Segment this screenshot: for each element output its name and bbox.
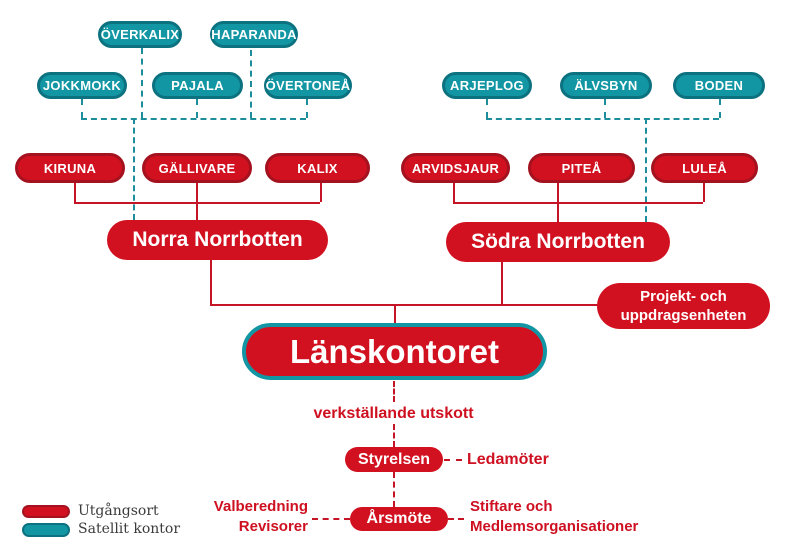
node-boden: BODEN (673, 72, 765, 99)
connector-valberedning-to-arsmote (312, 518, 350, 520)
connector-arjeplog-down (486, 99, 488, 118)
connector-to-lanskontoret (394, 304, 396, 323)
valberedning-line2: Revisorer (238, 518, 308, 535)
node-kalix: KALIX (265, 153, 370, 183)
connector-right-city-bus (453, 202, 703, 204)
stiftare-line2: Medlemsorganisationer (470, 518, 639, 535)
node-overkalix: ÖVERKALIX (98, 21, 182, 48)
connector-lanskontoret-to-utskott (393, 381, 395, 402)
connector-overtonea-down (306, 99, 308, 118)
connector-kalix-down (320, 183, 322, 202)
label-ledamoter: Ledamöter (467, 451, 549, 468)
node-haparanda: HAPARANDA (210, 21, 298, 48)
label-valberedning-revisorer: Valberedning Revisorer (170, 497, 308, 537)
stiftare-line1: Stiftare och (470, 498, 553, 515)
connector-utskott-to-styrelsen (393, 424, 395, 447)
connector-right-satellite-to-sodra (645, 118, 647, 222)
valberedning-line1: Valberedning (213, 498, 308, 515)
node-projekt-uppdragsenheten: Projekt- och uppdragsenheten (597, 283, 770, 329)
node-norra-norrbotten: Norra Norrbotten (107, 220, 328, 260)
connector-gallivare-to-norra (196, 183, 198, 220)
node-pajala: PAJALA (152, 72, 243, 99)
node-kiruna: KIRUNA (15, 153, 125, 183)
legend-label-utgangsort: Utgångsort (78, 503, 159, 519)
connector-right-satellite-bus (486, 118, 719, 120)
connector-styrelsen-to-arsmote (393, 472, 395, 507)
connector-left-satellite-to-norra (133, 118, 135, 220)
connector-norra-down (210, 260, 212, 304)
connector-region-bus (210, 304, 597, 306)
node-sodra-norrbotten: Södra Norrbotten (446, 222, 670, 262)
node-styrelsen: Styrelsen (345, 447, 443, 472)
connector-lulea-down (703, 183, 705, 202)
projekt-line1: Projekt- och (640, 288, 727, 305)
legend-swatch-satellit-kontor (22, 523, 70, 537)
connector-styrelsen-to-ledamoter (444, 459, 462, 461)
connector-jokkmokk-down (81, 99, 83, 118)
node-lanskontoret: Länskontoret (242, 323, 547, 380)
connector-arvidsjaur-down (453, 183, 455, 202)
legend-label-satellit-kontor: Satellit kontor (78, 521, 181, 537)
connector-kiruna-down (74, 183, 76, 202)
connector-alvsbyn-down (604, 99, 606, 118)
legend-swatch-utgangsort (22, 505, 70, 518)
connector-pajala-down (196, 99, 198, 118)
node-pitea: PITEÅ (528, 153, 635, 183)
connector-arsmote-to-stiftare (448, 518, 464, 520)
connector-left-satellite-bus (81, 118, 306, 120)
label-verkstallande-utskott: verkställande utskott (313, 405, 474, 422)
node-arjeplog: ARJEPLOG (442, 72, 532, 99)
node-gallivare: GÄLLIVARE (142, 153, 252, 183)
connector-overkalix-down (141, 48, 143, 118)
node-alvsbyn: ÄLVSBYN (560, 72, 652, 99)
connector-haparanda-down (250, 50, 252, 118)
connector-sodra-down (501, 262, 503, 304)
connector-boden-down (719, 99, 721, 118)
node-lulea: LULEÅ (651, 153, 758, 183)
node-arvidsjaur: ARVIDSJAUR (401, 153, 510, 183)
node-jokkmokk: JOKKMOKK (37, 72, 127, 99)
node-overtonea: ÖVERTONEÅ (264, 72, 352, 99)
label-stiftare-medlemsorganisationer: Stiftare och Medlemsorganisationer (470, 497, 715, 537)
node-arsmote: Årsmöte (350, 507, 448, 531)
connector-pitea-to-sodra (557, 183, 559, 222)
projekt-line2: uppdragsenheten (620, 307, 747, 324)
